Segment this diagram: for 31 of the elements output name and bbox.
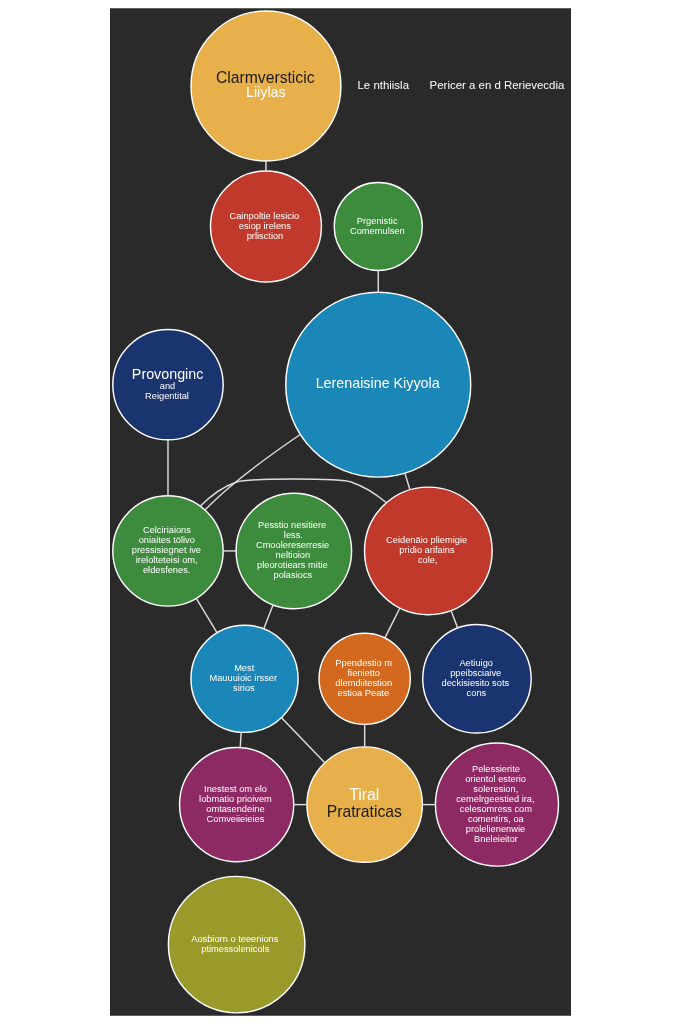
connector xyxy=(363,723,365,748)
connector xyxy=(166,439,169,497)
node-circle: Inestest om elo lobmatio prioivem omtasendeine Comveiieieies xyxy=(178,746,294,863)
connector xyxy=(280,717,326,764)
node-circle: Tiral Pratraticas xyxy=(305,746,423,864)
connector xyxy=(449,609,458,629)
node-circle: Pesstio nesitiere less. Cmoolereserresie neltioion pleorotiears mitie polasiocs xyxy=(234,492,352,610)
node-circle: Aetiuigo ppeibsciaive deckisiesito sots cons xyxy=(421,623,532,734)
connector xyxy=(204,433,301,511)
node-circle: Clarmversticic Liiylas xyxy=(189,10,342,162)
label: Pericer a en d Rerievecdia xyxy=(429,78,564,91)
connector xyxy=(262,604,274,630)
node-circle: Lerenaisine Kiyyola xyxy=(284,291,471,478)
node-circle: Aosbiorn o teeenions ptimessolenicols xyxy=(167,875,306,1014)
connector xyxy=(403,472,411,491)
connector xyxy=(239,731,242,749)
node-circle: Cainpoltie lesicio esiop irelens prlisction xyxy=(209,170,322,283)
node-circle: Ceidenäio pliemigie pridio arifains cole, xyxy=(363,486,493,616)
node-circle: Mest Mauuuioic irsser sirios xyxy=(189,624,299,734)
node-circle: Prgenistic Comemulsen xyxy=(333,181,423,272)
connector xyxy=(264,160,267,172)
connector xyxy=(195,597,218,634)
connector xyxy=(199,478,387,507)
connector xyxy=(383,607,401,639)
connector xyxy=(377,269,379,293)
node-circle: Provonginc and Reigentital xyxy=(111,328,224,441)
node-circle: Pelessierite orientol esterio soleresion, cemelrgeestied ira, celesomress com comentirs, oa prolelienenwie Bneleieitor xyxy=(434,742,559,867)
node-circle: Celciriaions oniaites tölivo pressisiegnet ive irelolteteisi om, eldesfenes. xyxy=(111,495,224,607)
label: Le nthiisla xyxy=(357,78,409,91)
node-circle: Ppendestio m fienietto dlemdiitestion estioa Peate xyxy=(317,632,411,726)
connector xyxy=(222,550,237,552)
